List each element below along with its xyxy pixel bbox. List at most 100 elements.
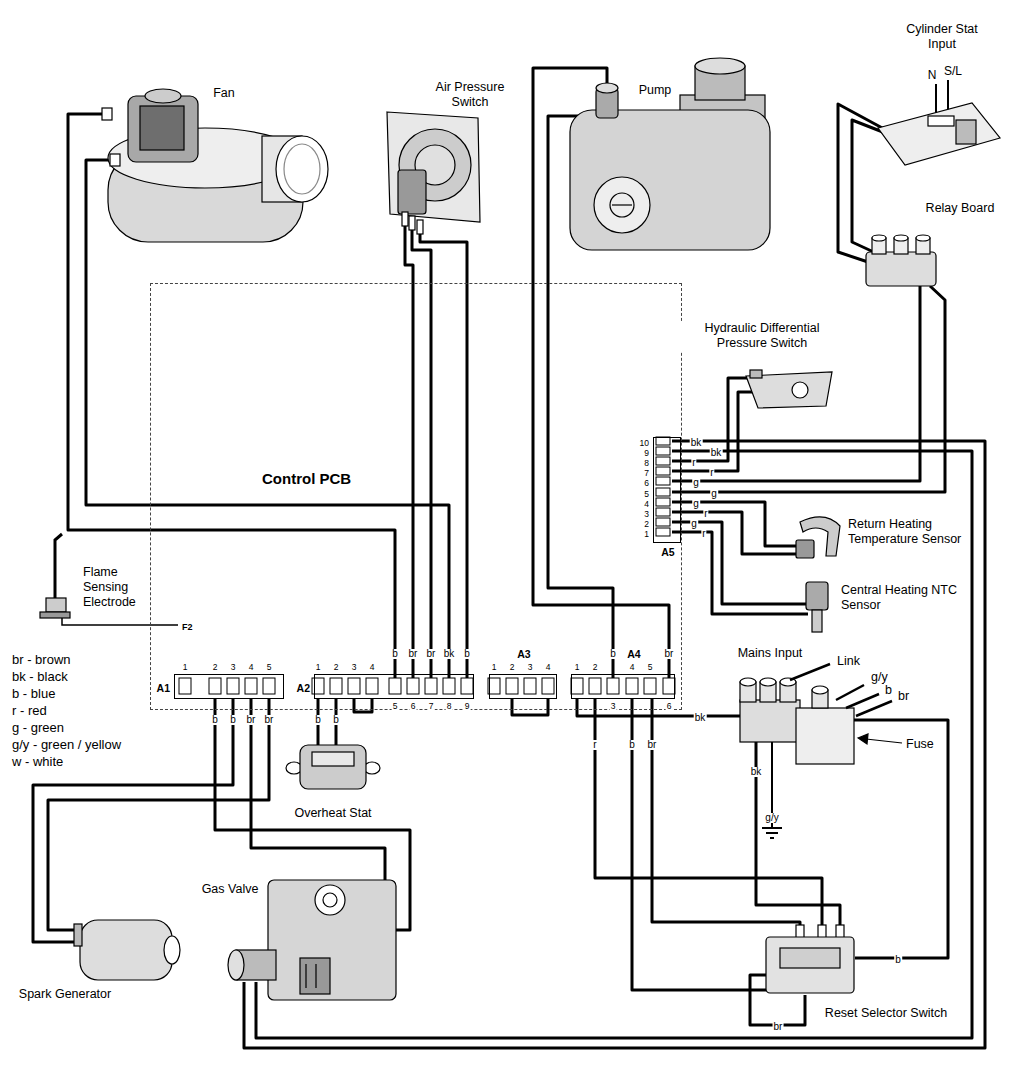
connector-pin bbox=[366, 678, 378, 694]
part-label: Gas Valve bbox=[201, 882, 260, 897]
part-label: N bbox=[927, 68, 938, 82]
label-holder: Spark Generator bbox=[18, 984, 112, 1002]
label-holder: 6 bbox=[643, 472, 650, 490]
label-holder: Fuse bbox=[905, 734, 935, 752]
label-holder: 5 bbox=[647, 656, 654, 674]
part-label: Reset Selector Switch bbox=[824, 1006, 948, 1021]
label-holder: 1 bbox=[315, 656, 322, 674]
connector-pin bbox=[407, 678, 419, 694]
wire-colour-code: b bbox=[609, 649, 617, 659]
wire bbox=[672, 502, 800, 546]
label-holder: bk bbox=[750, 761, 763, 779]
pin-number: 9 bbox=[464, 702, 471, 711]
air-pressure-switch-illustration bbox=[398, 170, 426, 214]
wire bbox=[652, 698, 800, 937]
mains-terminal-illustration bbox=[740, 664, 902, 764]
label-holder: Fan bbox=[212, 83, 236, 101]
pin-number: 1 bbox=[574, 663, 581, 672]
temperature-sensor-illustration bbox=[796, 540, 814, 558]
label-holder: N bbox=[927, 65, 938, 83]
part-label: Hydraulic Differential Pressure Switch bbox=[677, 321, 847, 351]
air-pressure-switch-illustration bbox=[387, 112, 480, 222]
connector-pin bbox=[263, 678, 275, 694]
label-holder: Cylinder Stat Input bbox=[892, 22, 992, 52]
fan-illustration bbox=[276, 136, 328, 202]
gas-valve-illustration bbox=[228, 950, 244, 980]
pin-number: 4 bbox=[545, 663, 552, 672]
wire bbox=[672, 286, 920, 481]
fan-illustration bbox=[145, 89, 181, 103]
fan-illustration bbox=[102, 89, 328, 242]
label-holder: g bbox=[690, 513, 698, 531]
pin-number: 3 bbox=[610, 702, 617, 711]
pin-number: 1 bbox=[315, 663, 322, 672]
label-holder: 1 bbox=[574, 656, 581, 674]
connector-pin bbox=[656, 498, 670, 506]
mains-terminal-illustration bbox=[790, 664, 830, 680]
wire-colour-code: r bbox=[592, 740, 597, 750]
legend-text: g/y - green / yellow bbox=[12, 737, 121, 753]
label-holder: br bbox=[246, 709, 257, 727]
label-holder: b bbox=[884, 680, 893, 698]
earth-symbol bbox=[766, 832, 778, 834]
legend-row: r - red bbox=[12, 701, 47, 719]
label-holder: r bbox=[703, 503, 708, 521]
label-holder: F2 bbox=[181, 616, 194, 634]
label-holder: b bbox=[391, 643, 399, 661]
label-holder: 5 bbox=[392, 695, 399, 713]
reset-switch-illustration bbox=[766, 937, 854, 993]
pump-illustration bbox=[596, 83, 618, 93]
temperature-sensor-illustration bbox=[796, 517, 840, 558]
connector-pin bbox=[461, 678, 473, 694]
label-holder: r bbox=[709, 462, 714, 480]
mains-terminal-illustration bbox=[812, 686, 828, 694]
connector-name: A5 bbox=[660, 546, 675, 559]
mains-terminal-illustration bbox=[858, 734, 868, 744]
part-label: Central Heating NTC Sensor bbox=[840, 583, 960, 613]
label-holder: 2 bbox=[509, 656, 516, 674]
node-text-holder: A3 bbox=[516, 644, 531, 662]
wire-colour-code: br bbox=[647, 740, 658, 750]
label-holder: 2 bbox=[592, 656, 599, 674]
connector-pin bbox=[656, 528, 670, 536]
label-holder: br bbox=[408, 643, 419, 661]
connector-pin bbox=[663, 678, 675, 694]
label-holder: br bbox=[264, 709, 275, 727]
part-label: Link bbox=[836, 654, 861, 669]
fan-illustration bbox=[102, 108, 112, 120]
wire bbox=[672, 392, 758, 471]
wire-colour-code: b bbox=[229, 715, 237, 725]
mains-terminal-illustration bbox=[760, 678, 776, 686]
wire-colour-code: bk bbox=[690, 438, 703, 448]
legend-row: g - green bbox=[12, 718, 64, 736]
gas-valve-illustration bbox=[323, 893, 337, 907]
pin-number: 2 bbox=[212, 663, 219, 672]
label-holder: Overheat Stat bbox=[293, 803, 372, 821]
node-text-holder: A2 bbox=[296, 678, 311, 696]
connector-pin bbox=[607, 678, 619, 694]
spark-generator-illustration bbox=[164, 936, 180, 964]
mains-terminal-illustration bbox=[856, 701, 892, 716]
wire-colour-code: g bbox=[710, 489, 718, 499]
pcb-outline: Control PCBA1A2A3A4A5 bbox=[150, 283, 682, 710]
label-holder: 6 bbox=[410, 695, 417, 713]
pin-number: 2 bbox=[643, 520, 650, 529]
label-holder: 4 bbox=[248, 656, 255, 674]
pump-illustration bbox=[570, 110, 770, 250]
pin-number: 5 bbox=[643, 490, 650, 499]
part-label: Return Heating Temperature Sensor bbox=[847, 517, 967, 547]
wire-colour-code: r bbox=[691, 458, 696, 468]
connector-pin bbox=[389, 678, 401, 694]
node-text-holder: A4 bbox=[626, 644, 641, 662]
relay-board-illustration bbox=[872, 235, 886, 241]
label-holder: b bbox=[894, 949, 902, 967]
label-holder: 9 bbox=[464, 695, 471, 713]
label-holder: b bbox=[609, 643, 617, 661]
label-holder: br bbox=[647, 734, 658, 752]
label-holder: bk bbox=[690, 432, 703, 450]
wire-colour-code: bk bbox=[710, 448, 723, 458]
label-holder: b bbox=[211, 709, 219, 727]
part-label: Mains Input bbox=[737, 646, 804, 661]
label-holder: Gas Valve bbox=[201, 879, 260, 897]
